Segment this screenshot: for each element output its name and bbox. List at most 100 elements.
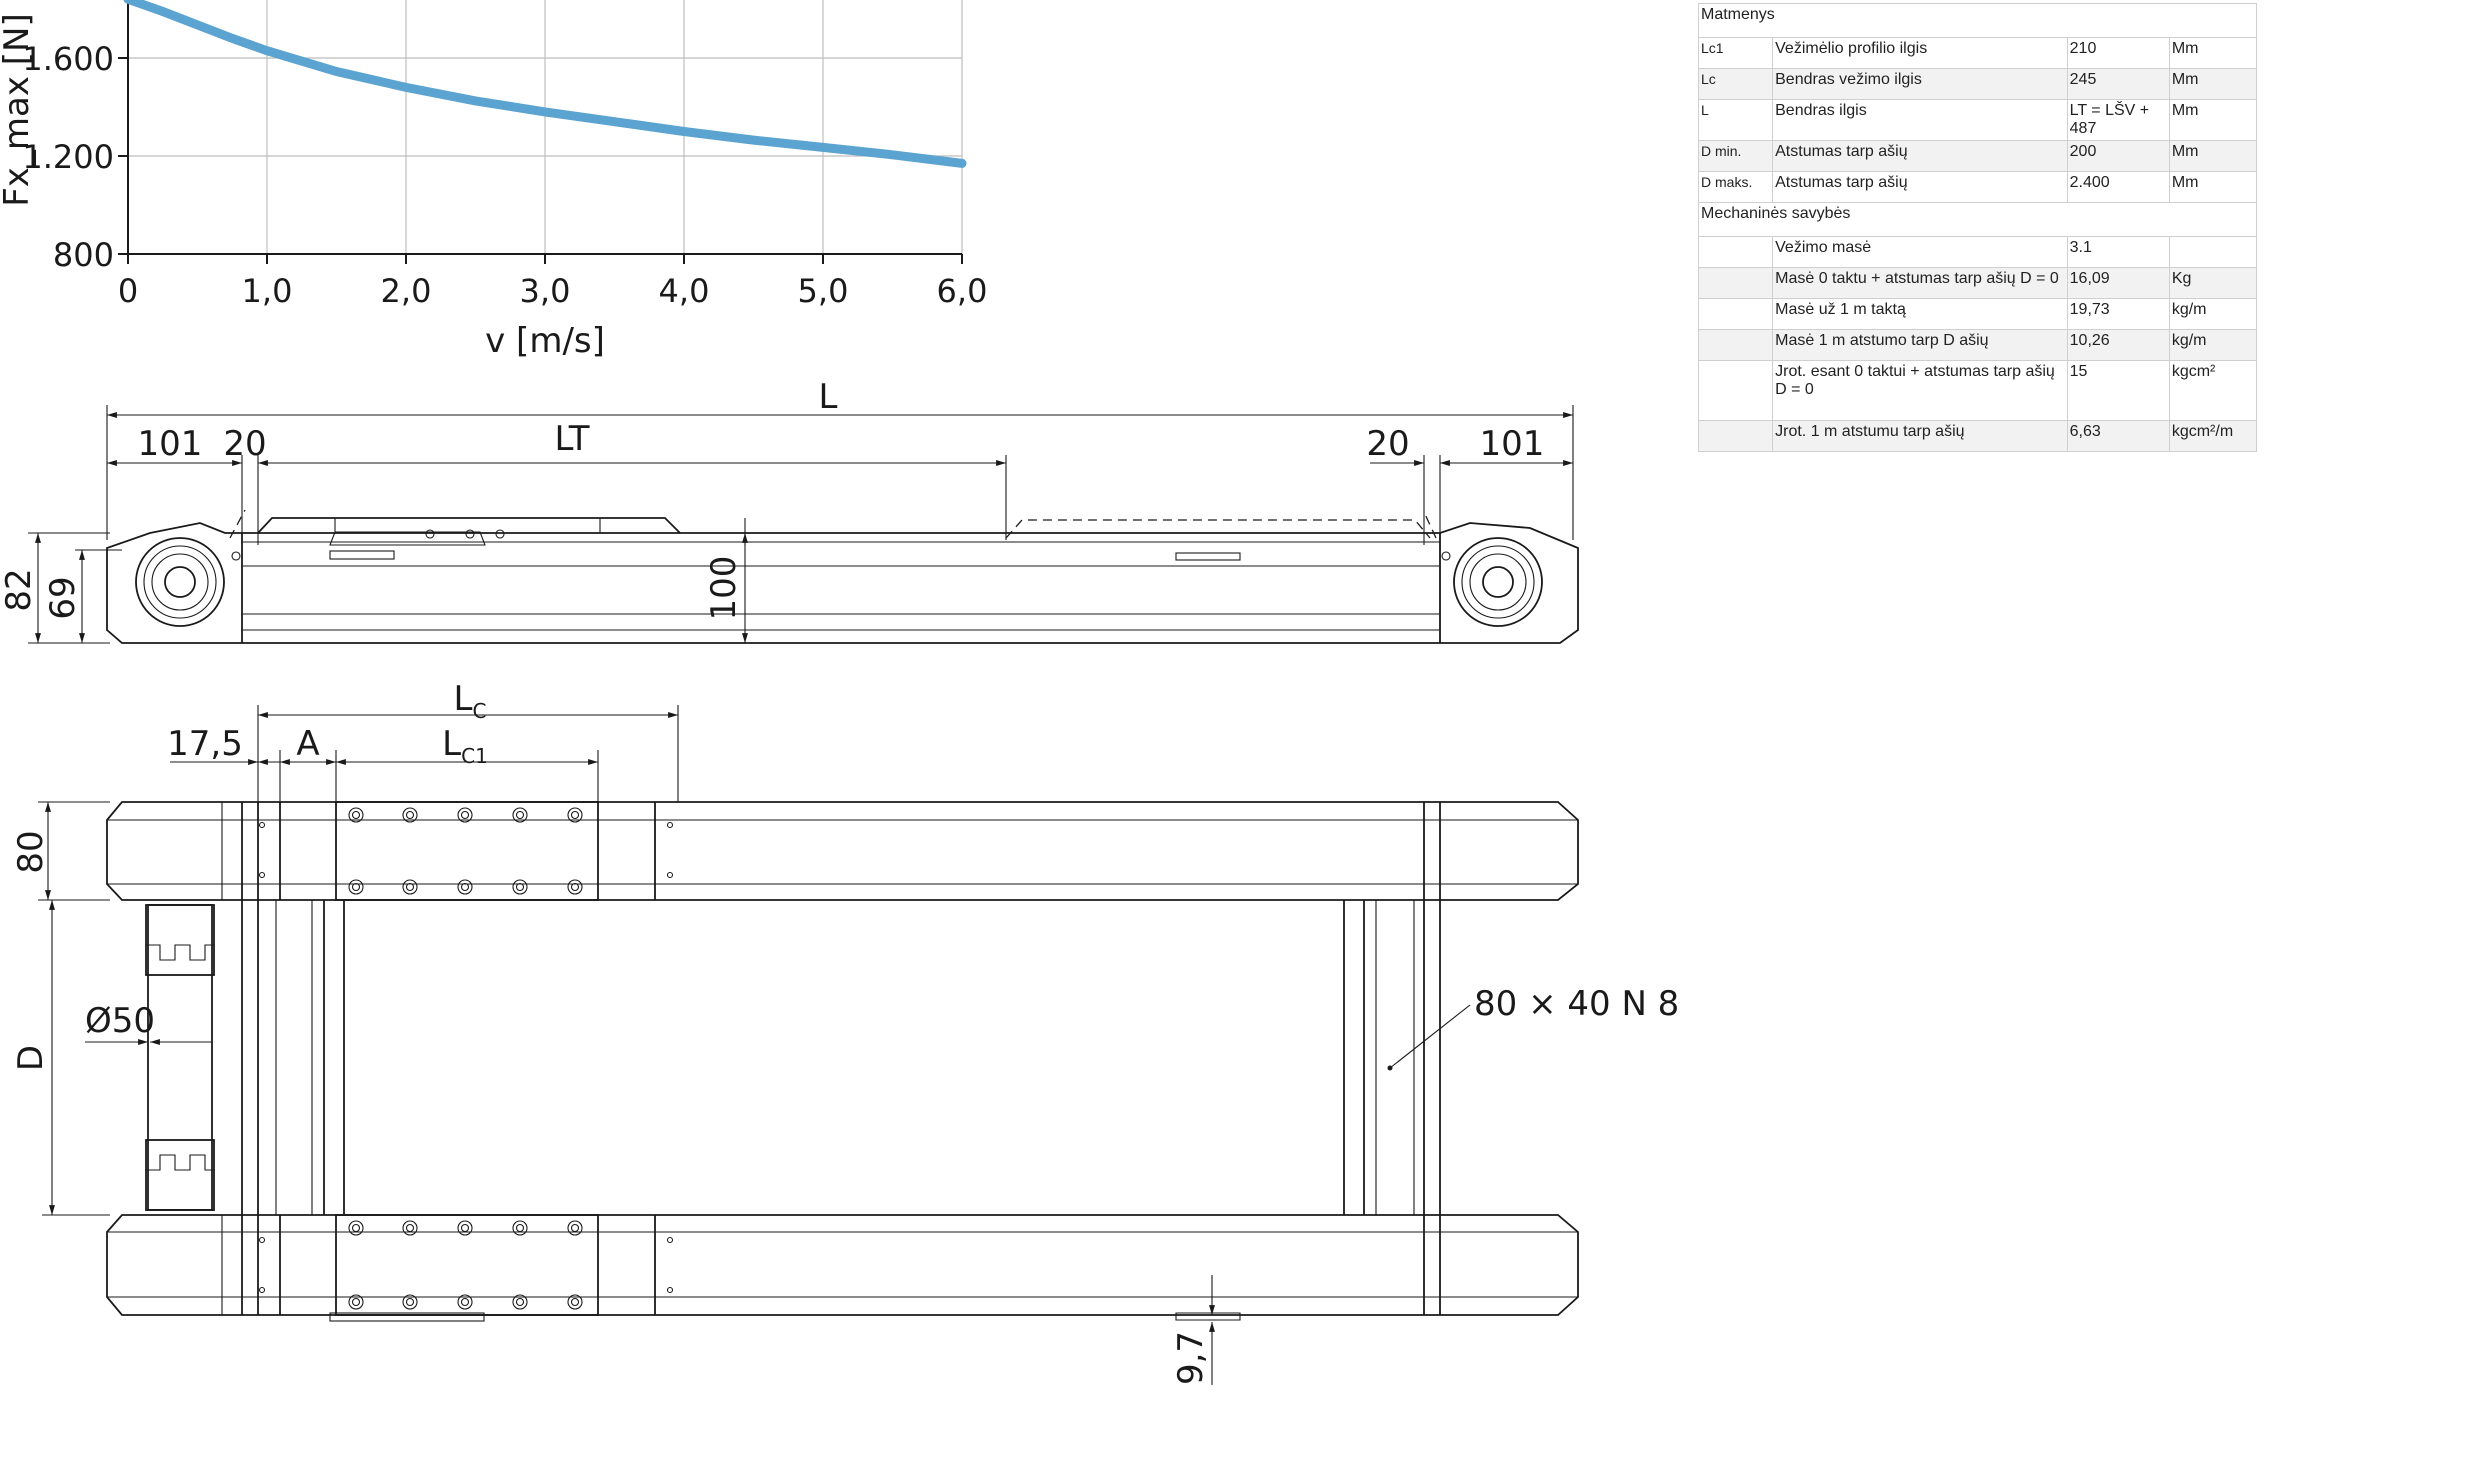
cell [1697,420,1774,452]
section-title: Matmenys [1698,3,2257,38]
chart-y-axis-label: Fx_max [N] [0,13,37,207]
cell: Atstumas tarp ašių [1772,140,2068,172]
y-tick-label: 800 [53,236,114,274]
cell: D min. [1697,140,1774,172]
cell: 210 [2066,37,2170,69]
mount-hole [567,1220,583,1236]
dim-A: A [296,724,319,764]
dim-20-right: 20 [1366,424,1409,464]
cell: Mm [2168,37,2258,69]
cell: Mm [2168,171,2258,203]
chart-x-tick-labels: 0 1,0 2,0 3,0 4,0 5,0 6,0 [118,254,988,310]
cell: Masė 1 m atstumo tarp D ašių [1772,329,2068,361]
mount-hole [567,1294,583,1310]
dim-101-left: 101 [138,424,203,464]
dim-Lc1: LC1 [442,724,488,768]
cell: Masė 0 taktu + atstumas tarp ašių D = 0 [1772,267,2068,299]
section-dimensions: Matmenys [1698,3,2257,38]
cell: Masė už 1 m taktą [1772,298,2068,330]
dim-100: 100 [704,556,744,621]
cell: 6,63 [2066,420,2170,452]
dim-20-left: 20 [223,424,266,464]
cell: Bendras vežimo ilgis [1772,68,2068,100]
cell [1697,329,1774,361]
cell [1697,298,1774,330]
cell: 3.1 [2066,236,2170,268]
x-tick-label: 4,0 [659,272,710,310]
dim-D: D [11,1045,51,1071]
section-title: Mechaninės savybės [1698,202,2257,237]
cell [1697,267,1774,299]
cell: Atstumas tarp ašių [1772,171,2068,203]
x-tick-label: 3,0 [520,272,571,310]
mount-hole [457,879,473,895]
y-tick-label: 1.200 [22,138,114,176]
mount-hole [402,1220,418,1236]
mount-hole [348,1294,364,1310]
cell: D maks. [1697,171,1774,203]
cell: Vežimėlio profilio ilgis [1772,37,2068,69]
cell: 19,73 [2066,298,2170,330]
dim-9-7: 9,7 [1171,1331,1211,1385]
x-tick-label: 5,0 [798,272,849,310]
mount-hole [457,807,473,823]
dim-LT: LT [554,419,589,459]
mount-hole [512,807,528,823]
cell: Mm [2168,68,2258,100]
dim-80: 80 [11,830,51,873]
mount-hole [567,879,583,895]
mount-hole [402,879,418,895]
mount-hole [567,807,583,823]
x-tick-label: 0 [118,272,138,310]
cell [1697,236,1774,268]
cell: kgcm² [2168,360,2258,421]
table-row: Jrot. esant 0 taktui + atstumas tarp aši… [1697,360,2258,421]
cell: Lc [1697,68,1774,100]
dim-82: 82 [0,568,39,611]
dim-17-5: 17,5 [167,724,243,764]
cell [1697,360,1774,421]
cell: Mm [2168,140,2258,172]
cell: 16,09 [2066,267,2170,299]
cell: L [1697,99,1774,141]
mount-hole [457,1294,473,1310]
dim-L: L [819,377,838,417]
cell: Kg [2168,267,2258,299]
cell: Bendras ilgis [1772,99,2068,141]
cell: 245 [2066,68,2170,100]
x-tick-label: 1,0 [242,272,293,310]
mount-hole [512,1294,528,1310]
chart-y-tick-labels: 800 1.200 1.600 [22,40,128,274]
x-tick-label: 2,0 [381,272,432,310]
profile-label: 80 × 40 N 8 [1474,984,1679,1024]
mount-hole [348,1220,364,1236]
chart-x-axis-label: v [m/s] [485,321,605,361]
cell: Vežimo masė [1772,236,2068,268]
top-view-drawing: LC 17,5 A LC1 [11,679,1679,1385]
mount-hole [348,807,364,823]
force-velocity-chart: 0 1,0 2,0 3,0 4,0 5,0 6,0 800 1.200 1.600 v [m/s… [0,0,987,361]
x-tick-label: 6,0 [937,272,988,310]
chart-vertical-grid [266,0,963,254]
section-mechanical: Mechaninės savybės [1698,202,2257,237]
cell: Jrot. esant 0 taktui + atstumas tarp aši… [1772,360,2068,421]
side-view-drawing: L 101 20 LT 20 101 [0,377,1579,644]
y-tick-label: 1.600 [22,40,114,78]
mount-hole [512,1220,528,1236]
cell: 200 [2066,140,2170,172]
mount-hole [348,879,364,895]
mount-hole [512,879,528,895]
dim-69: 69 [43,576,83,619]
cell: kg/m [2168,298,2258,330]
cell: 15 [2066,360,2170,421]
cell: 10,26 [2066,329,2170,361]
